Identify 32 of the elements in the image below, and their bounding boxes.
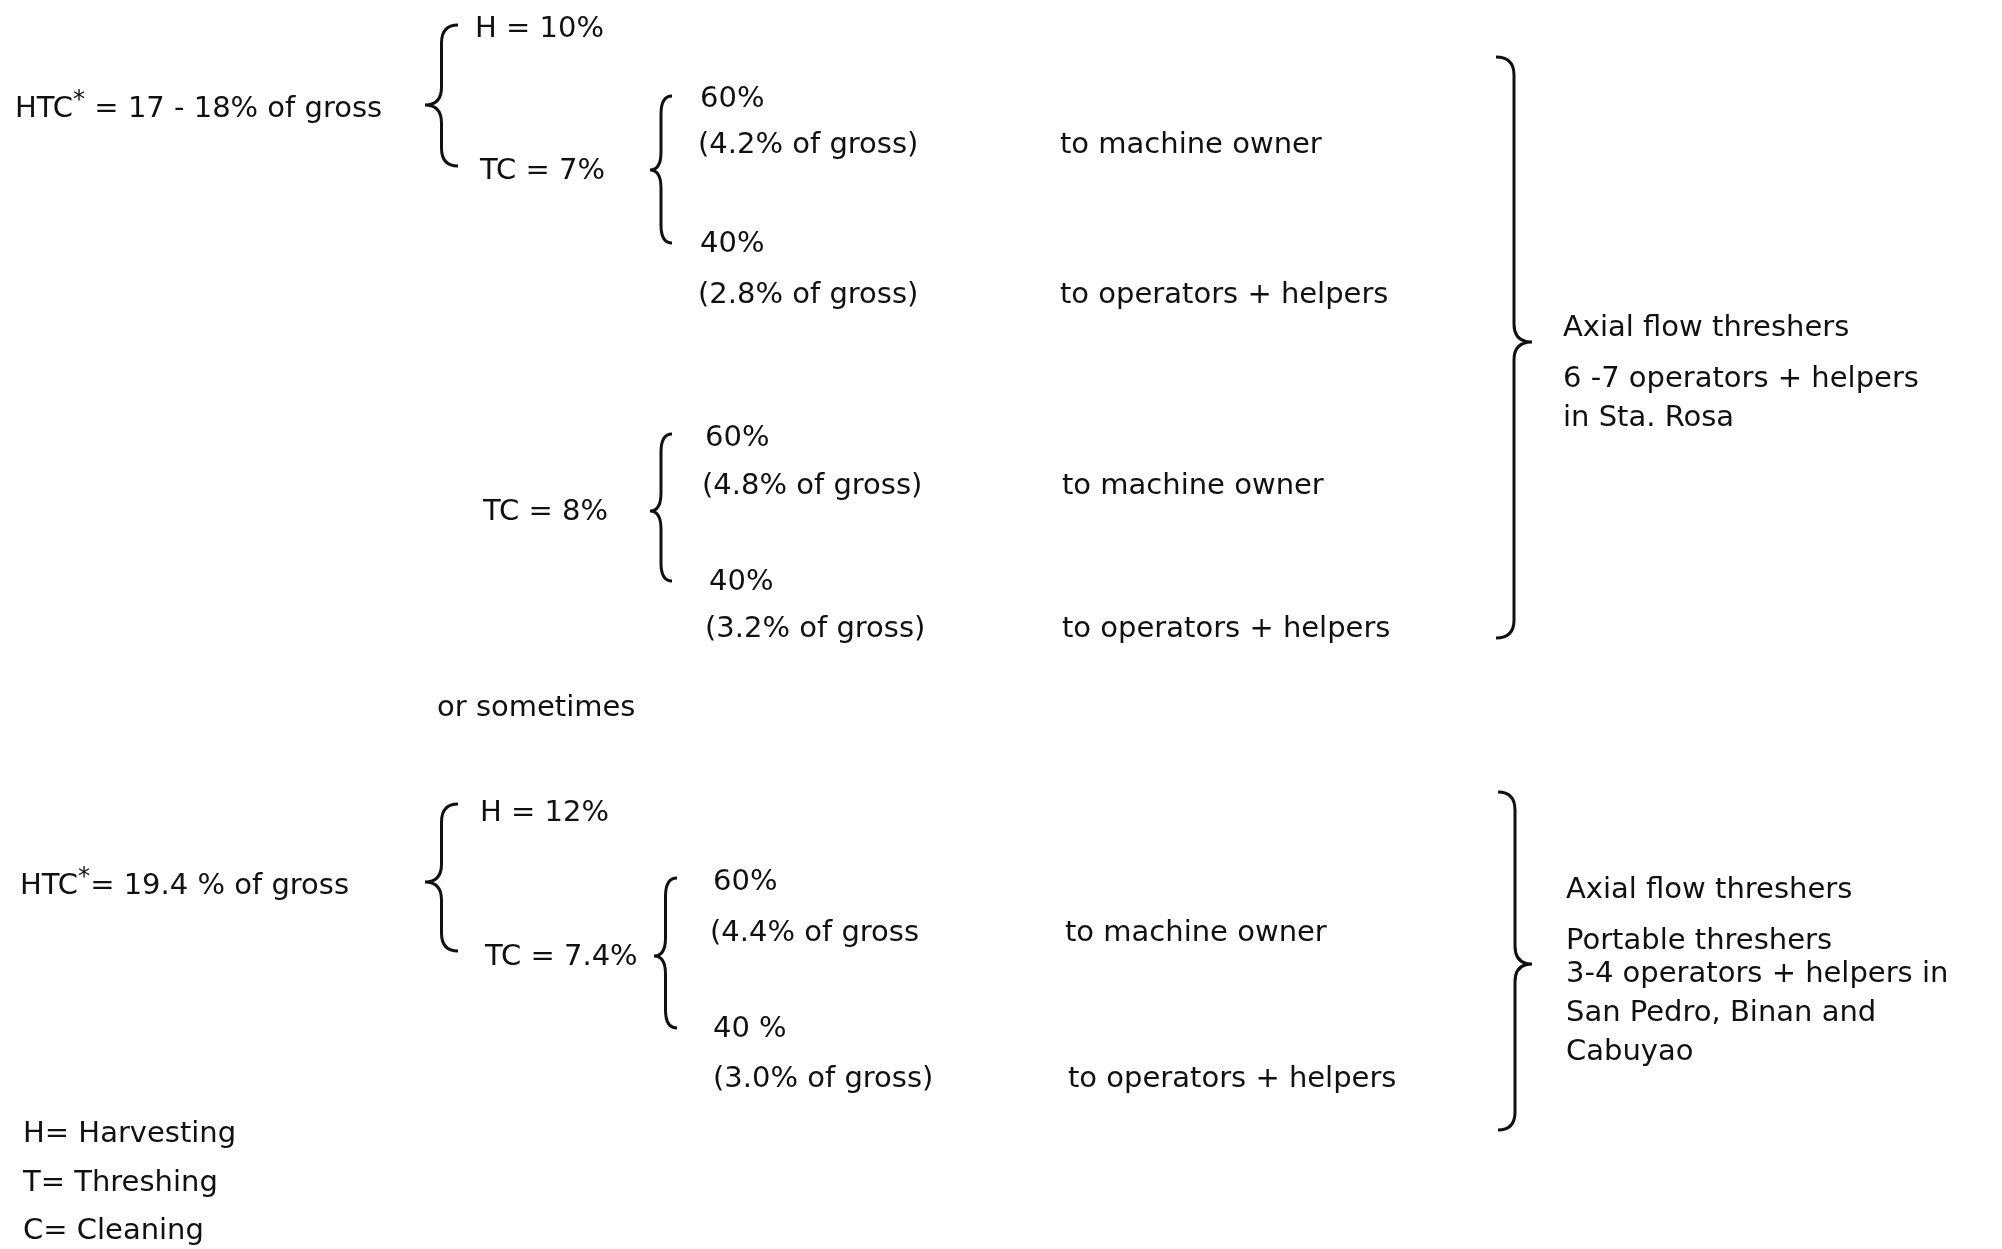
share-label: H = 10%: [475, 9, 604, 47]
share-label: TC = 7%: [480, 151, 605, 189]
share-label: 60%: [700, 79, 765, 117]
share-label: (4.8% of gross): [702, 466, 923, 504]
key-entry: H= Harvesting: [23, 1114, 237, 1152]
category-note: Axial flow threshers: [1566, 870, 1853, 908]
connector-text: or sometimes: [437, 688, 636, 726]
share-label: to machine owner: [1060, 125, 1322, 163]
share-label: (3.0% of gross): [713, 1059, 934, 1097]
share-label: to machine owner: [1065, 913, 1327, 951]
share-label: (3.2% of gross): [705, 609, 926, 647]
share-label: HTC$^{*}$= 19.4 % of gross: [20, 860, 350, 904]
share-label: to machine owner: [1062, 466, 1324, 504]
share-label: TC = 7.4%: [485, 937, 638, 975]
share-label: 60%: [705, 418, 770, 456]
key-entry: C= Cleaning: [23, 1211, 204, 1249]
category-note: Axial flow threshers: [1563, 308, 1850, 346]
share-label: (2.8% of gross): [698, 275, 919, 313]
key-entry: T= Threshing: [23, 1163, 218, 1201]
share-label: TC = 8%: [483, 492, 608, 530]
share-label: 40%: [709, 562, 774, 600]
share-label: (4.4% of gross: [710, 913, 920, 951]
share-label: 60%: [713, 862, 778, 900]
share-label: H = 12%: [480, 793, 609, 831]
share-label: HTC$^{*}$ = 17 - 18% of gross: [15, 83, 383, 127]
share-label: to operators + helpers: [1068, 1059, 1397, 1097]
share-label: 40 %: [713, 1009, 787, 1047]
share-label: to operators + helpers: [1062, 609, 1391, 647]
share-label: 40%: [700, 224, 765, 262]
share-label: (4.2% of gross): [698, 125, 919, 163]
note-text: 6 -7 operators + helpers in Sta. Rosa: [1563, 358, 1920, 435]
share-label: to operators + helpers: [1060, 275, 1389, 313]
